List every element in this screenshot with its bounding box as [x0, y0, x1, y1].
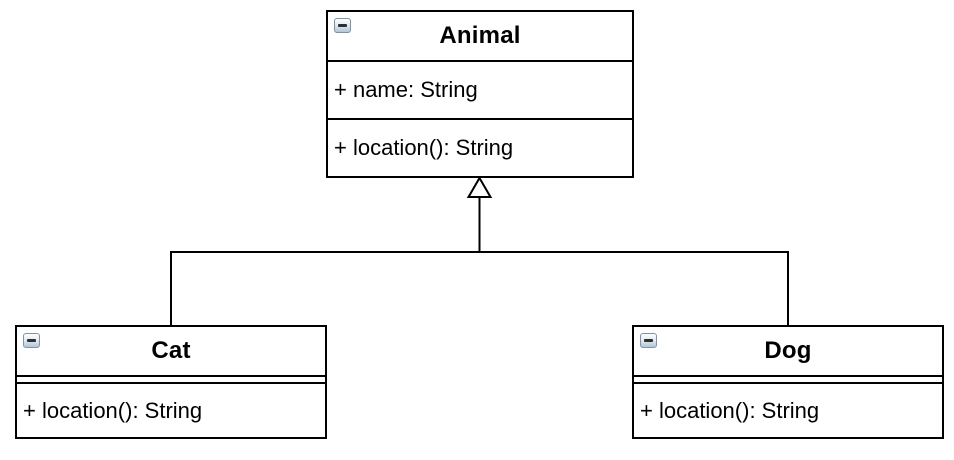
attribute-item: + name: String: [334, 77, 478, 102]
class-title-bar: Dog: [634, 327, 942, 377]
generalization-edge-branches[interactable]: [170, 251, 789, 325]
class-box-cat[interactable]: Cat + location(): String: [15, 325, 327, 439]
collapse-minus-icon[interactable]: [23, 333, 40, 348]
attributes-compartment: + name: String: [328, 62, 632, 120]
class-name: Animal: [439, 22, 521, 49]
class-box-animal[interactable]: Animal + name: String + location(): Stri…: [326, 10, 634, 178]
method-item: + location(): String: [640, 397, 820, 423]
collapse-minus-icon[interactable]: [334, 18, 351, 33]
generalization-arrowhead-icon: [466, 176, 493, 198]
class-name: Dog: [764, 337, 812, 364]
method-item: + location(): String: [23, 397, 203, 423]
method-item: + location(): String: [334, 135, 514, 160]
attributes-compartment-empty: [634, 377, 942, 384]
methods-compartment: + location(): String: [634, 384, 942, 437]
class-box-dog[interactable]: Dog + location(): String: [632, 325, 944, 439]
minus-glyph: [27, 339, 36, 342]
attributes-compartment-empty: [17, 377, 325, 384]
class-title-bar: Animal: [328, 12, 632, 62]
methods-compartment: + location(): String: [17, 384, 325, 437]
methods-compartment: + location(): String: [328, 120, 632, 176]
minus-glyph: [644, 339, 653, 342]
minus-glyph: [338, 24, 347, 27]
collapse-minus-icon[interactable]: [640, 333, 657, 348]
class-title-bar: Cat: [17, 327, 325, 377]
class-name: Cat: [151, 337, 191, 364]
